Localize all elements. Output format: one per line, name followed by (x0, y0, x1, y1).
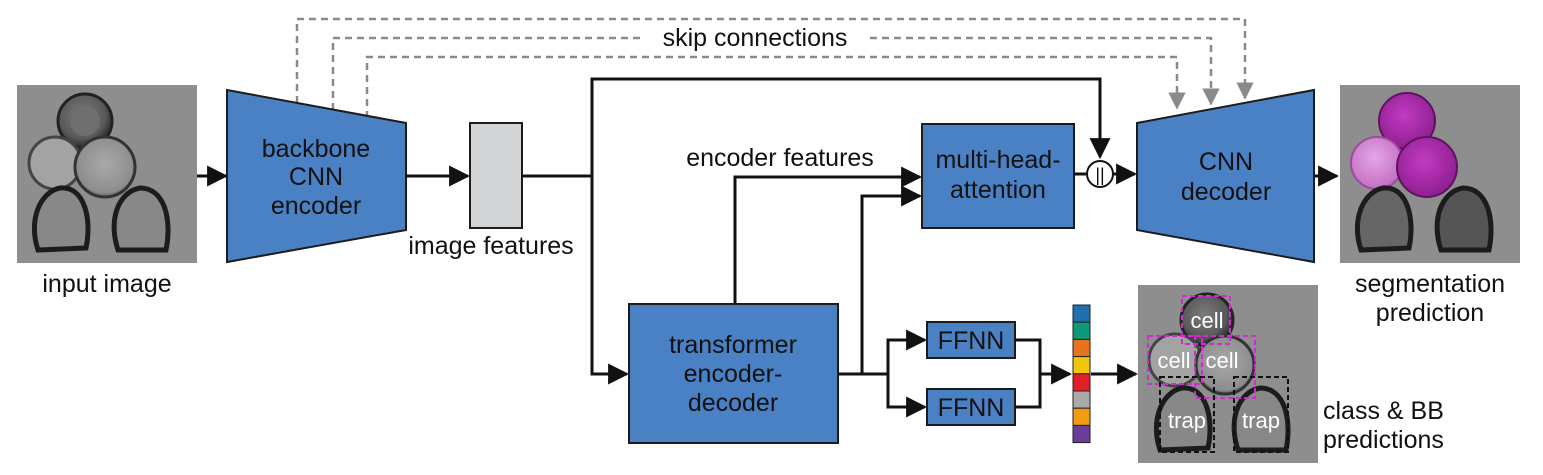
skip-connection-middle (331, 36, 640, 110)
class-vector-cell (1072, 390, 1091, 409)
arrow-features-to-concat (590, 77, 1111, 176)
multi-head-attention-block: multi-head- attention (921, 123, 1075, 229)
backbone-label-line2: CNN (289, 163, 343, 191)
encoder-features-label: encoder features (686, 144, 874, 172)
transformer-label-line3: decoder (688, 389, 778, 417)
concat-symbol-label: || (1095, 165, 1104, 185)
class-vector-cell (1072, 321, 1091, 340)
class-vector-cell (1072, 338, 1091, 358)
ffnn-top-output-line (1015, 338, 1042, 374)
backbone-label-line1: backbone (262, 135, 370, 163)
bbox-cell-top (1181, 295, 1231, 345)
skip-connection-inner (365, 55, 1186, 118)
input-image (17, 85, 197, 263)
segmentation-label-line1: segmentation (1355, 270, 1505, 298)
cnn-decoder-block: CNN decoder (1136, 88, 1315, 264)
skip-connection-outer (295, 17, 1254, 103)
class-vector-cell (1072, 424, 1091, 444)
bbox-cell-right (1194, 335, 1256, 399)
class-vector-cell (1072, 304, 1091, 323)
skip-connection-middle-right (870, 36, 1220, 106)
class-bb-label-line1: class & BB (1323, 397, 1444, 425)
ffnn-bottom-label: FFNN (938, 394, 1005, 422)
transformer-encoder-decoder-block: transformer encoder- decoder (628, 303, 839, 444)
ffnn-top-label: FFNN (938, 327, 1005, 355)
ffnn-top-block: FFNN (926, 321, 1016, 359)
class-vector-cell (1072, 373, 1091, 392)
image-features-label: image features (408, 232, 573, 260)
arrow-features-to-transformer (590, 176, 630, 385)
transformer-label-line2: encoder- (684, 360, 783, 388)
segmentation-label-line2: prediction (1376, 299, 1484, 327)
ffnn-bottom-block: FFNN (926, 388, 1016, 426)
skip-connections-label: skip connections (663, 24, 848, 52)
input-image-label: input image (42, 270, 171, 298)
arrow-encoder-features-to-mha (733, 166, 923, 304)
backbone-label-line3: encoder (271, 192, 361, 220)
class-vector-cell (1072, 407, 1091, 426)
arrow-to-ffnn-top (886, 329, 928, 374)
image-features-box (469, 122, 523, 229)
detection-label-trap-left: trap (1168, 408, 1206, 433)
decoder-label-line2: decoder (1181, 178, 1271, 206)
skip-connections (295, 17, 1254, 118)
decoder-label-line1: CNN (1199, 148, 1253, 176)
detection-label-cell-right: cell (1205, 348, 1238, 373)
class-bb-label-line2: predictions (1323, 426, 1444, 454)
feature-routing-lines (522, 77, 1111, 385)
detection-label-trap-right: trap (1242, 408, 1280, 433)
mha-label-line1: multi-head- (935, 146, 1060, 174)
class-vector-cell (1072, 356, 1091, 375)
arrow-to-ffnn-bottom (886, 374, 928, 418)
detection-label-cell-top: cell (1190, 308, 1223, 333)
bbox-cell-left (1147, 335, 1203, 385)
backbone-cnn-encoder-block: backbone CNN encoder (226, 88, 407, 264)
bbox-trap-left (1159, 376, 1215, 453)
ffnn-bottom-output-line (1015, 374, 1042, 409)
segmentation-prediction-image (1340, 85, 1520, 263)
detection-label-cell-left: cell (1157, 348, 1190, 373)
mha-label-line2: attention (950, 176, 1046, 204)
bbox-trap-right (1233, 376, 1289, 453)
transformer-label-line1: transformer (669, 331, 797, 359)
arrow-transformer-to-mha (860, 185, 923, 374)
class-vector (1072, 304, 1091, 444)
detection-prediction-image: cell cell cell trap trap (1138, 285, 1318, 463)
